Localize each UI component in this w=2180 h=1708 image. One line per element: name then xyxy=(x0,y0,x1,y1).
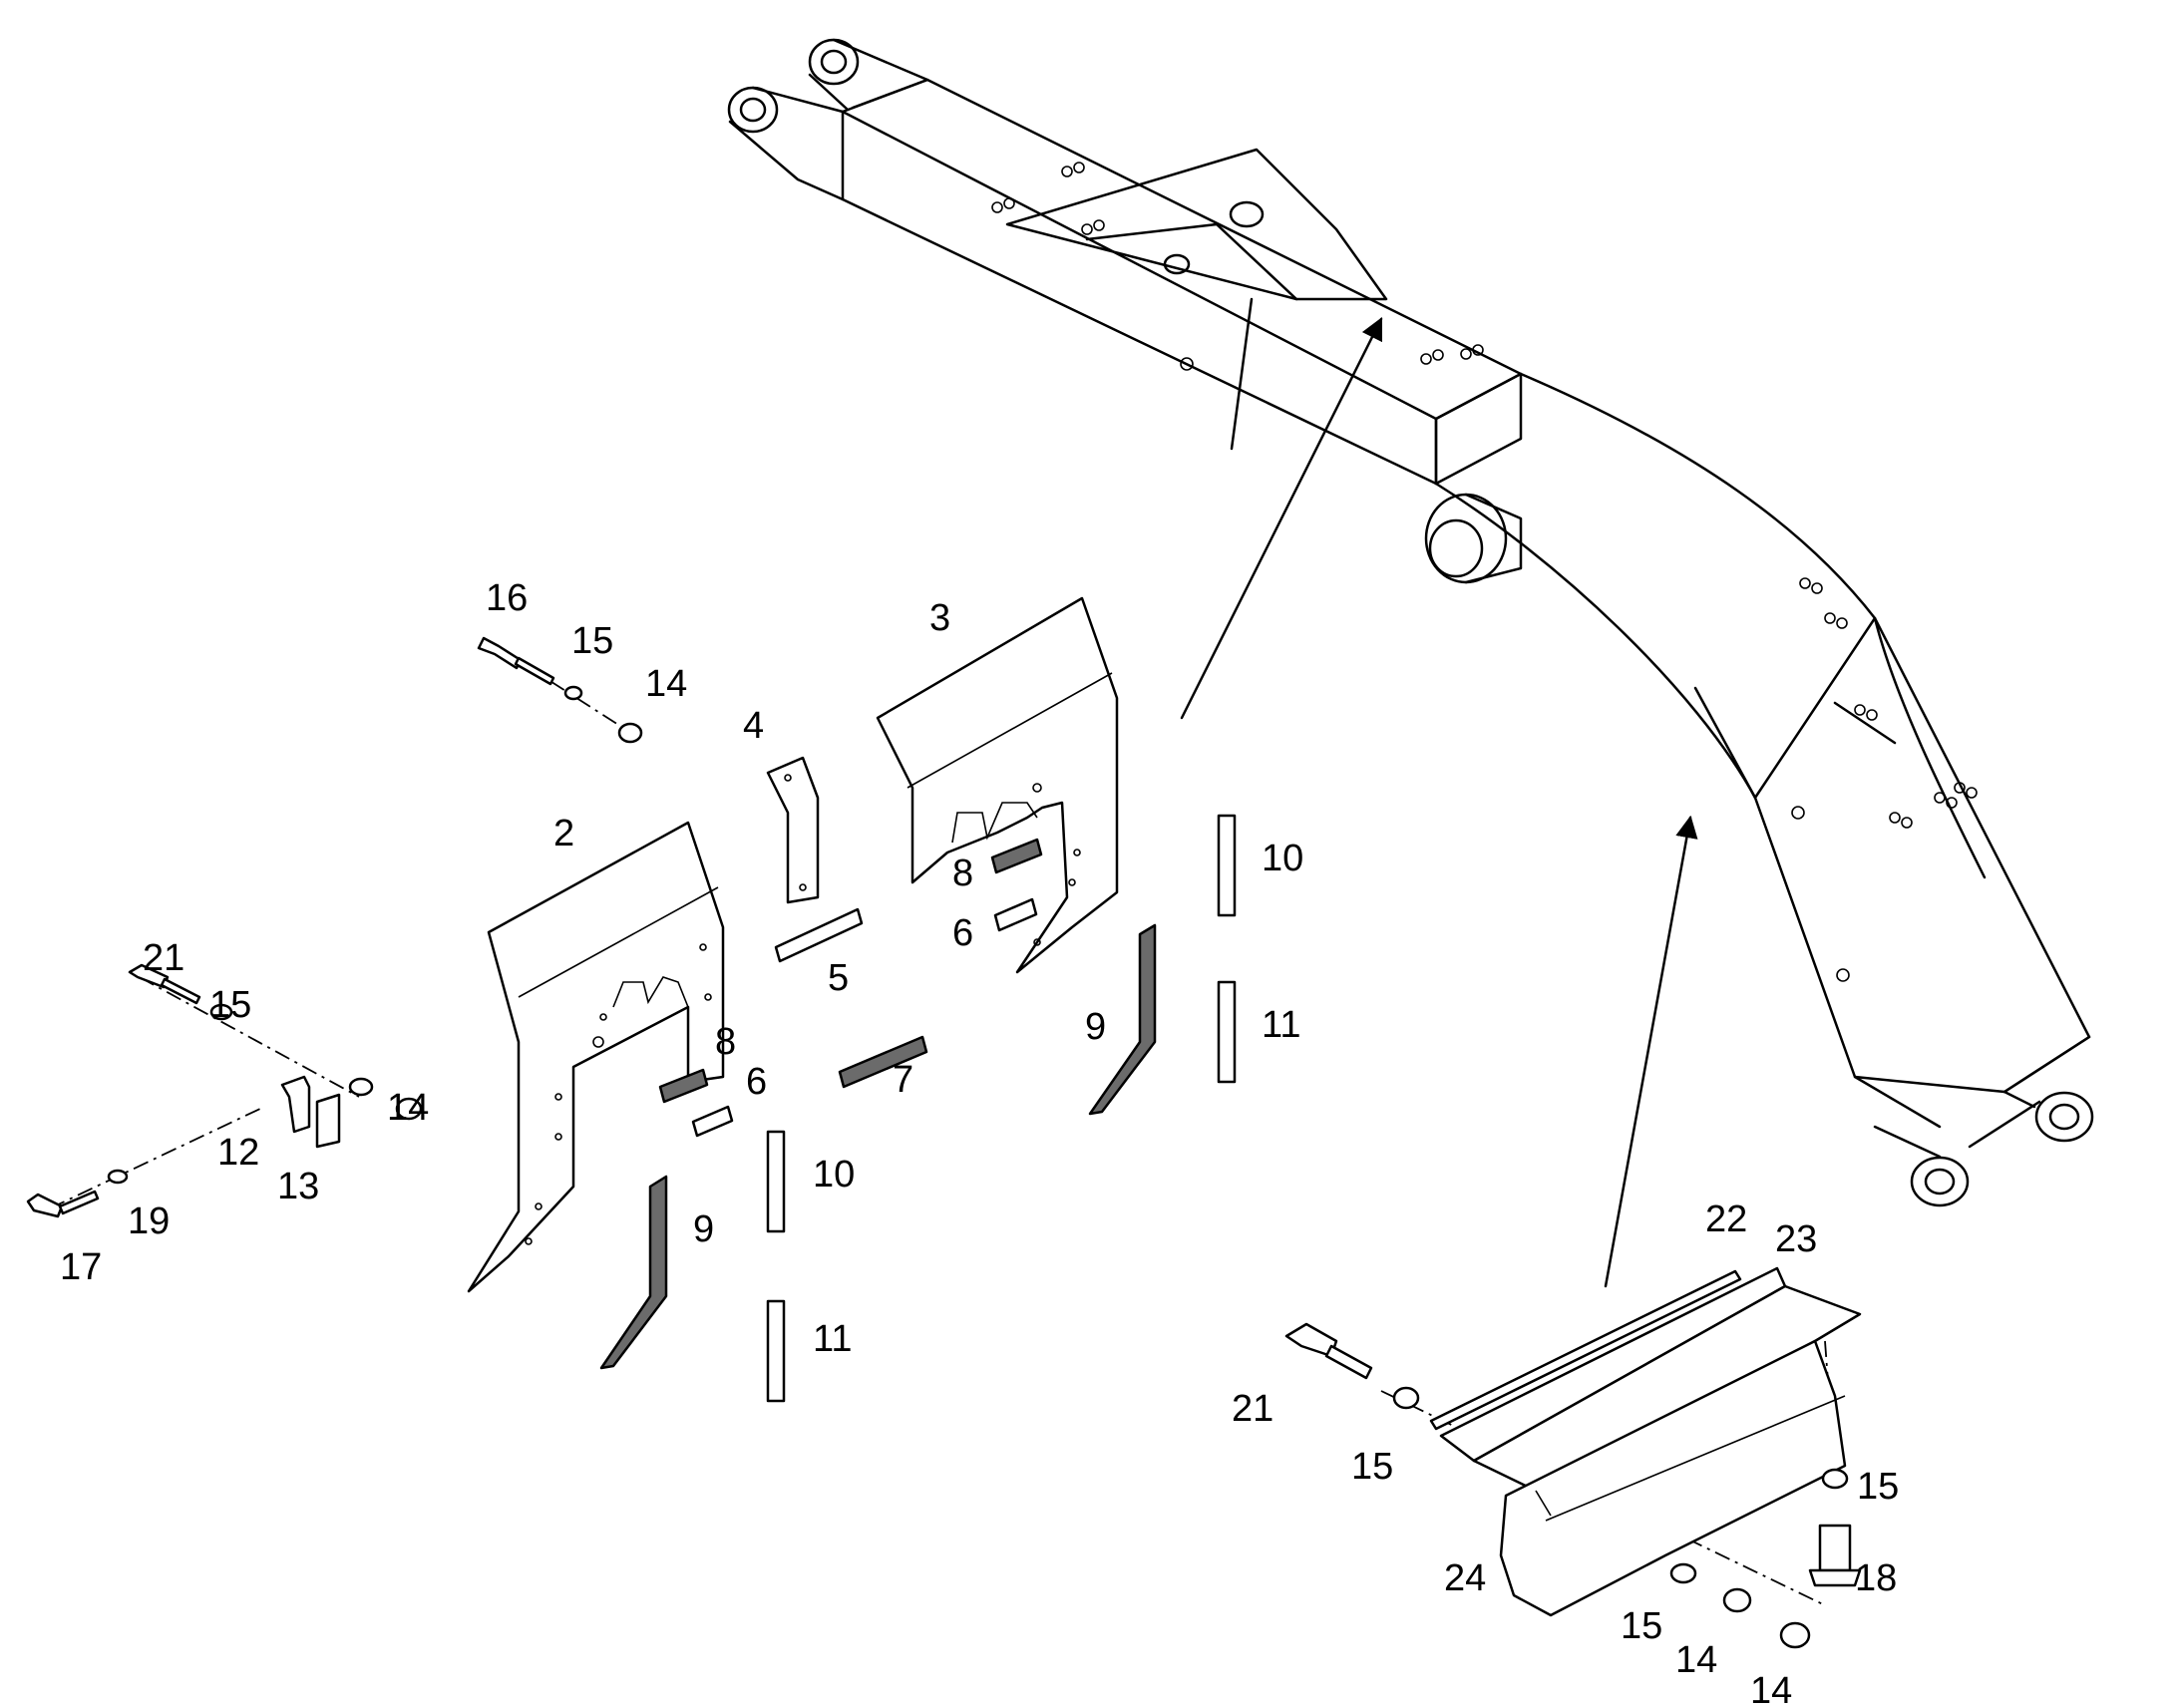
label-17: 17 xyxy=(60,1246,102,1288)
label-15-top: 15 xyxy=(571,620,613,662)
label-14-top: 14 xyxy=(645,663,687,705)
part-10-strip-right xyxy=(1217,814,1237,917)
label-24: 24 xyxy=(1444,1557,1486,1599)
part-9-strip-left xyxy=(599,1175,668,1370)
label-21-left: 21 xyxy=(143,937,184,979)
label-4: 4 xyxy=(743,705,764,747)
label-5: 5 xyxy=(828,957,849,999)
label-22: 22 xyxy=(1705,1198,1747,1240)
label-15-lower-a: 15 xyxy=(1351,1446,1393,1488)
lower-guard-assembly xyxy=(1284,1266,1862,1649)
part-6-pad-right xyxy=(993,897,1038,932)
label-6-right: 6 xyxy=(952,912,973,954)
callout-labels: 2 3 4 5 6 6 7 8 8 9 9 10 10 11 11 12 13 … xyxy=(60,577,1899,1708)
label-23: 23 xyxy=(1775,1218,1817,1260)
label-14-bottom-b: 14 xyxy=(1750,1670,1792,1708)
label-12: 12 xyxy=(217,1132,259,1174)
label-14-bottom-a: 14 xyxy=(1675,1639,1717,1681)
boom-arm xyxy=(727,38,2094,1207)
label-9-left: 9 xyxy=(693,1208,714,1250)
part-10-strip-left xyxy=(766,1130,786,1233)
label-7: 7 xyxy=(893,1059,913,1101)
label-13: 13 xyxy=(277,1166,319,1207)
label-19: 19 xyxy=(128,1200,170,1242)
label-15-left: 15 xyxy=(209,984,251,1026)
part-11-strip-left xyxy=(766,1299,786,1403)
label-18: 18 xyxy=(1855,1557,1897,1599)
label-11-left: 11 xyxy=(813,1318,852,1360)
label-15-lower-b: 15 xyxy=(1857,1466,1899,1508)
label-9-right: 9 xyxy=(1085,1006,1106,1048)
label-6-left: 6 xyxy=(746,1061,767,1103)
fastener-group-12 xyxy=(26,963,423,1218)
label-10-left: 10 xyxy=(813,1154,855,1196)
part-8-pad-left xyxy=(658,1068,709,1104)
leader-arrows xyxy=(1180,316,1698,1288)
part-5-strip xyxy=(774,907,864,963)
label-11-right: 11 xyxy=(1262,1004,1300,1046)
label-10-right: 10 xyxy=(1262,838,1303,879)
fastener-group-16 xyxy=(477,636,643,744)
label-3: 3 xyxy=(929,597,950,639)
label-15-lower-c: 15 xyxy=(1621,1605,1662,1647)
label-8-right: 8 xyxy=(952,853,973,894)
part-4-bracket xyxy=(766,756,820,904)
label-2: 2 xyxy=(553,813,574,854)
part-9-strip-right xyxy=(1088,923,1157,1116)
label-16: 16 xyxy=(486,577,528,619)
part-8-pad-right xyxy=(990,838,1043,874)
label-14-left: 14 xyxy=(387,1087,429,1129)
part-6-pad-left xyxy=(691,1105,734,1138)
part-11-strip-right xyxy=(1217,980,1237,1084)
part-3-side-plate xyxy=(876,596,1119,974)
part-2-side-plate xyxy=(467,821,725,1293)
part-7-strip xyxy=(838,1035,928,1089)
label-21-lower: 21 xyxy=(1232,1388,1273,1430)
label-8-left: 8 xyxy=(715,1021,736,1063)
boom-bolt-holes xyxy=(991,162,1978,982)
